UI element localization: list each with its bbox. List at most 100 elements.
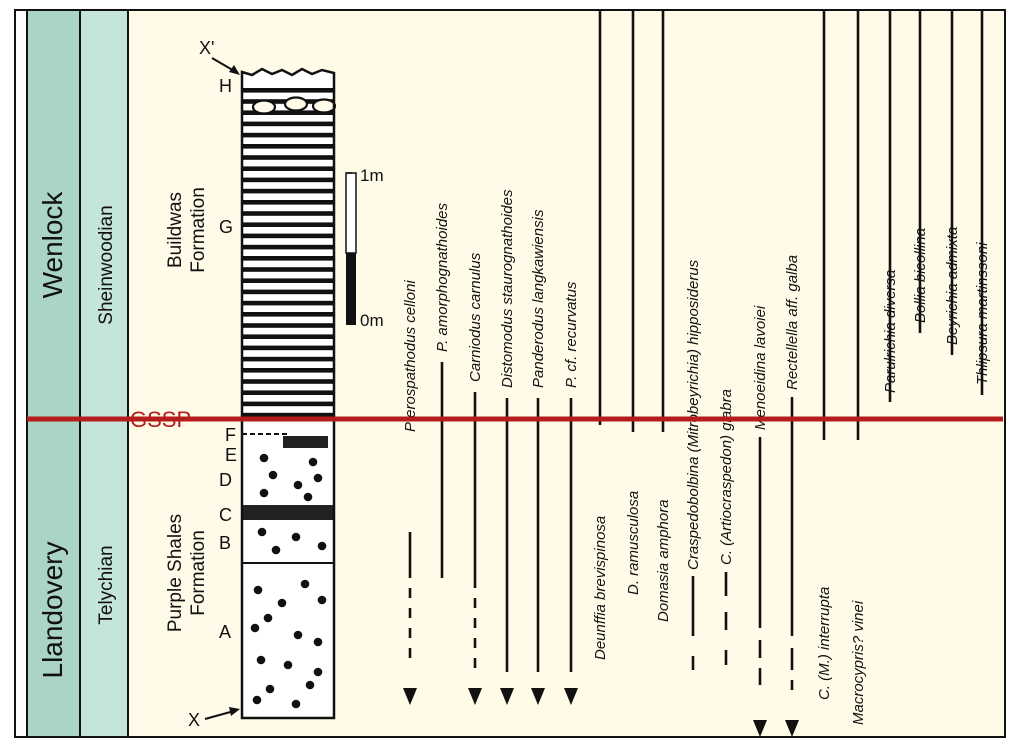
shale-stripe bbox=[242, 334, 334, 339]
nodule bbox=[283, 660, 293, 670]
nodule bbox=[259, 453, 269, 463]
taxon-name: Domasia amphora bbox=[655, 499, 672, 622]
shale-stripe bbox=[242, 368, 334, 373]
shale-stripe bbox=[242, 188, 334, 194]
unit-label: F bbox=[225, 425, 236, 445]
series-column bbox=[26, 9, 81, 738]
nodule bbox=[300, 579, 310, 589]
stage-label-sheinwoodian: Sheinwoodian bbox=[96, 205, 117, 324]
nodule bbox=[268, 470, 278, 480]
nodule bbox=[308, 457, 318, 467]
shale-stripe bbox=[242, 401, 334, 407]
shale-stripe bbox=[242, 256, 334, 261]
bed-c-band bbox=[242, 505, 334, 520]
nodule bbox=[291, 699, 301, 709]
nodule bbox=[293, 480, 303, 490]
formation-label-buildwas-2: Formation bbox=[188, 187, 209, 273]
nodule bbox=[313, 667, 323, 677]
taxon-name: Deunffia brevispinosa bbox=[592, 516, 609, 660]
taxon-range-arrow bbox=[531, 688, 545, 705]
concretion-symbols bbox=[251, 96, 337, 115]
nodule bbox=[250, 623, 260, 633]
shale-stripe bbox=[242, 345, 334, 351]
lithological-column bbox=[240, 67, 337, 720]
nodule bbox=[313, 473, 323, 483]
shale-stripe bbox=[242, 412, 334, 418]
taxon-range-arrow bbox=[468, 688, 482, 705]
taxon-name: Panderodus langkawiensis bbox=[530, 209, 547, 388]
taxon-name: C. (M.) interrupta bbox=[816, 587, 833, 700]
shale-stripe bbox=[242, 323, 334, 328]
taxon-name: D. ramusculosa bbox=[625, 491, 642, 595]
formation-label-buildwas-1: Buildwas bbox=[165, 192, 186, 268]
nodule bbox=[271, 545, 281, 555]
shale-stripe bbox=[242, 233, 334, 239]
shale-stripe bbox=[242, 121, 334, 127]
taxon-name: P. cf. recurvatus bbox=[563, 281, 580, 388]
shale-stripe bbox=[242, 289, 334, 295]
section-bottom-label: X bbox=[188, 710, 200, 730]
nodule bbox=[303, 492, 313, 502]
taxon-range-arrow bbox=[564, 688, 578, 705]
taxon-name: C. (Artiocraspedon) glabra bbox=[718, 389, 735, 565]
stage-label-telychian: Telychian bbox=[96, 545, 117, 624]
unit-label: A bbox=[219, 622, 231, 642]
taxon-name: Pterospathodus celloni bbox=[402, 280, 419, 432]
shale-stripe bbox=[242, 312, 334, 317]
unit-label: E bbox=[225, 445, 237, 465]
shale-stripe bbox=[242, 155, 334, 160]
taxon-ranges: Pterospathodus celloni P. amorphognathoid… bbox=[402, 10, 991, 737]
taxon-name: Distomodus staurognathoides bbox=[499, 189, 516, 388]
nodule bbox=[263, 613, 273, 623]
taxon-name: Parulrichia diversa bbox=[882, 270, 899, 393]
concretion-ellipse bbox=[311, 98, 337, 114]
nodule bbox=[253, 585, 263, 595]
shale-stripe bbox=[242, 177, 334, 183]
taxon-name: Menoeidina lavoiei bbox=[752, 305, 769, 430]
shale-stripe bbox=[242, 144, 334, 149]
shale-stripe bbox=[242, 166, 334, 171]
shale-stripe bbox=[242, 110, 334, 115]
formation-label-purple-2: Formation bbox=[188, 530, 209, 616]
shale-stripe bbox=[242, 88, 334, 93]
taxon-name: Macrocypris? vinei bbox=[850, 600, 867, 725]
series-label-wenlock: Wenlock bbox=[37, 191, 68, 299]
scale-bottom-label: 0m bbox=[360, 311, 384, 330]
shale-stripe bbox=[242, 211, 334, 216]
stage-column bbox=[79, 9, 129, 738]
nodule bbox=[257, 527, 267, 537]
taxon-name: Carniodus carnulus bbox=[467, 252, 484, 382]
taxon-name: Craspedobolbina (Mitrobeyrichia) hipposi… bbox=[685, 259, 702, 570]
concretion-ellipse bbox=[283, 96, 309, 112]
unit-label: D bbox=[219, 470, 232, 490]
section-top-label: X' bbox=[199, 38, 214, 58]
unit-label: H bbox=[219, 76, 232, 96]
formation-label-purple-1: Purple Shales bbox=[165, 514, 186, 632]
nodule bbox=[259, 488, 269, 498]
nodule bbox=[317, 541, 327, 551]
nodule bbox=[256, 655, 266, 665]
nodule-pattern bbox=[250, 453, 327, 709]
gssp-label: GSSP bbox=[130, 407, 191, 432]
taxon-name: Bollia bicollina bbox=[912, 228, 929, 323]
taxon-name: P. amorphognathoides bbox=[434, 202, 451, 352]
taxon-range-arrow bbox=[500, 688, 514, 705]
shale-stripe bbox=[242, 300, 334, 306]
nodule bbox=[252, 695, 262, 705]
section-bottom-arrow bbox=[204, 710, 235, 720]
unit-label: C bbox=[219, 505, 232, 525]
nodule bbox=[305, 680, 315, 690]
taxon-range-arrow bbox=[785, 720, 799, 737]
shale-stripe bbox=[242, 244, 334, 250]
nodule bbox=[277, 598, 287, 608]
nodule bbox=[313, 637, 323, 647]
shale-stripe bbox=[242, 379, 334, 384]
taxon-name: Thlipsura martinssoni bbox=[974, 242, 991, 385]
nodule bbox=[265, 684, 275, 694]
scale-bar: 1m 0m bbox=[345, 166, 384, 330]
shale-stripe bbox=[242, 200, 334, 205]
shale-stripe bbox=[242, 132, 334, 138]
taxon-range-arrow bbox=[403, 688, 417, 705]
series-label-llandovery: Llandovery bbox=[37, 542, 68, 679]
